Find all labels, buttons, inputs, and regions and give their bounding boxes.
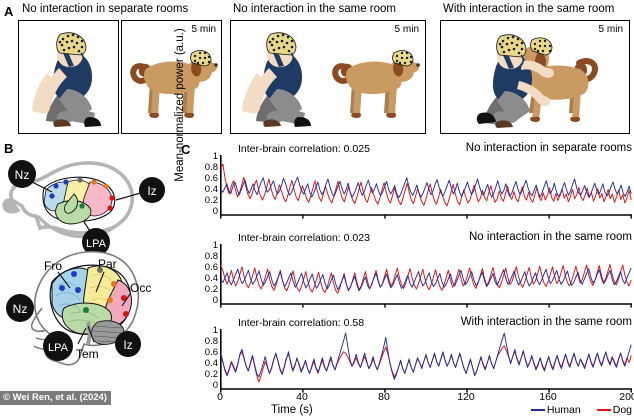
timeseries-plot-2 — [220, 244, 632, 308]
panel-b-brain-diagrams: Nz Iz LPA — [0, 138, 180, 388]
ytick-2-0p2: 0.2 — [204, 284, 218, 295]
xtick-200: 200 — [619, 391, 634, 403]
legend-label-dog: Dog — [612, 404, 632, 416]
ytick-1-0p8: 0.8 — [204, 162, 218, 173]
xtick-0: 0 — [217, 391, 223, 403]
fiducial-lpa-dog: LPA — [86, 238, 107, 250]
ytick-2-0p4: 0.4 — [204, 273, 218, 284]
xtick-40: 40 — [296, 391, 308, 403]
timeseries-plot-3 — [220, 329, 632, 393]
series-line-human — [220, 332, 632, 380]
chart-block-2: Inter-brain correlation: 0.023 No intera… — [196, 231, 634, 308]
series-line-dog — [220, 263, 632, 294]
ytick-2-1p0: 1 — [212, 240, 218, 251]
ytick-3-1p0: 1 — [212, 325, 218, 336]
series-line-dog — [220, 345, 632, 383]
panel-a-letter: A — [4, 4, 14, 19]
scene-box-human-separate — [18, 20, 119, 134]
ytick-3-0p2: 0.2 — [204, 369, 218, 380]
human-dog-illustration-2 — [242, 32, 420, 127]
dog-illustration-1 — [130, 50, 218, 118]
ytick-1-0p2: 0.2 — [204, 195, 218, 206]
series-line-dog — [220, 163, 632, 207]
condition-title-2: No interaction in the same room — [233, 3, 396, 15]
fiducial-iz-human: Iz — [123, 338, 132, 352]
ytick-1-1p0: 1 — [212, 151, 218, 162]
series-line-human — [220, 176, 632, 199]
series-line-human — [220, 267, 632, 292]
xtick-160: 160 — [539, 391, 557, 403]
ytick-3-0: 0 — [212, 380, 218, 391]
ytick-3-0p4: 0.4 — [204, 358, 218, 369]
ytick-3-0p6: 0.6 — [204, 347, 218, 358]
chart-legend: Human Dog — [530, 404, 632, 416]
duration-label-2: 5 min — [394, 24, 419, 35]
human-head-diagram: Fro Par Occ Tem Nz Iz LPA — [6, 250, 151, 366]
scene-box-same-room-interaction: 5 min — [440, 20, 630, 134]
correlation-annotation-1: Inter-brain correlation: 0.025 — [238, 143, 370, 155]
chart-condition-title-1: No interaction in separate rooms — [465, 142, 632, 154]
scene-box-same-room-no-interaction: 5 min — [230, 20, 426, 134]
xtick-80: 80 — [378, 391, 390, 403]
panel-c-letter: C — [181, 142, 191, 157]
brain-montage-svg: Nz Iz LPA — [2, 160, 165, 366]
x-axis-label: Time (s) — [271, 404, 313, 416]
condition-title-3: With interaction in the same room — [443, 3, 615, 15]
y-axis-label: Mean-normalized power (a.u.) — [174, 28, 186, 182]
ytick-3-0p8: 0.8 — [204, 336, 218, 347]
legend-label-human: Human — [546, 404, 581, 416]
fiducial-nz-human: Nz — [13, 302, 28, 316]
figure-root: A No interaction in separate rooms No in… — [0, 3, 634, 416]
fiducial-lpa-human: LPA — [48, 342, 69, 354]
lobe-label-occ: Occ — [130, 281, 151, 295]
lobe-label-fro: Fro — [44, 259, 62, 273]
ytick-2-0: 0 — [212, 295, 218, 306]
ytick-1-0p6: 0.6 — [204, 173, 218, 184]
fiducial-nz-dog: Nz — [15, 168, 30, 182]
chart-block-1: Inter-brain correlation: 0.025 No intera… — [196, 142, 634, 219]
ytick-1-0: 0 — [212, 206, 218, 217]
legend-item-human: Human — [530, 404, 581, 416]
chart-condition-title-2: No interaction in the same room — [469, 231, 632, 243]
timeseries-plot-1 — [220, 155, 632, 219]
ytick-2-0p8: 0.8 — [204, 251, 218, 262]
scene-box-dog-separate: 5 min — [121, 20, 222, 134]
correlation-annotation-3: Inter-brain correlation: 0.58 — [238, 317, 365, 329]
panel-b-letter: B — [4, 141, 14, 156]
condition-title-1: No interaction in separate rooms — [22, 3, 189, 15]
human-dog-interaction-illustration — [476, 34, 599, 128]
human-illustration-1 — [32, 32, 101, 127]
legend-swatch-dog — [596, 409, 611, 412]
duration-label-1: 5 min — [191, 24, 216, 35]
chart-block-3: Inter-brain correlation: 0.58 With inter… — [196, 316, 634, 415]
dog-head-diagram: Nz Iz LPA — [2, 160, 165, 256]
panel-c-timeseries: Mean-normalized power (a.u.) Inter-brain… — [174, 28, 634, 415]
legend-item-dog: Dog — [596, 404, 632, 416]
ytick-2-0p6: 0.6 — [204, 262, 218, 273]
correlation-annotation-2: Inter-brain correlation: 0.023 — [238, 232, 370, 244]
fiducial-iz-dog: Iz — [147, 184, 156, 198]
duration-label-3: 5 min — [598, 24, 623, 35]
lobe-label-par: Par — [98, 257, 117, 271]
legend-swatch-human — [530, 409, 545, 412]
ytick-1-0p4: 0.4 — [204, 184, 218, 195]
chart-condition-title-3: With interaction in the same room — [460, 316, 632, 328]
lobe-label-tem: Tem — [76, 347, 99, 361]
xtick-120: 120 — [457, 391, 475, 403]
credit-watermark: © Wei Ren, et al. (2024) — [0, 391, 111, 405]
